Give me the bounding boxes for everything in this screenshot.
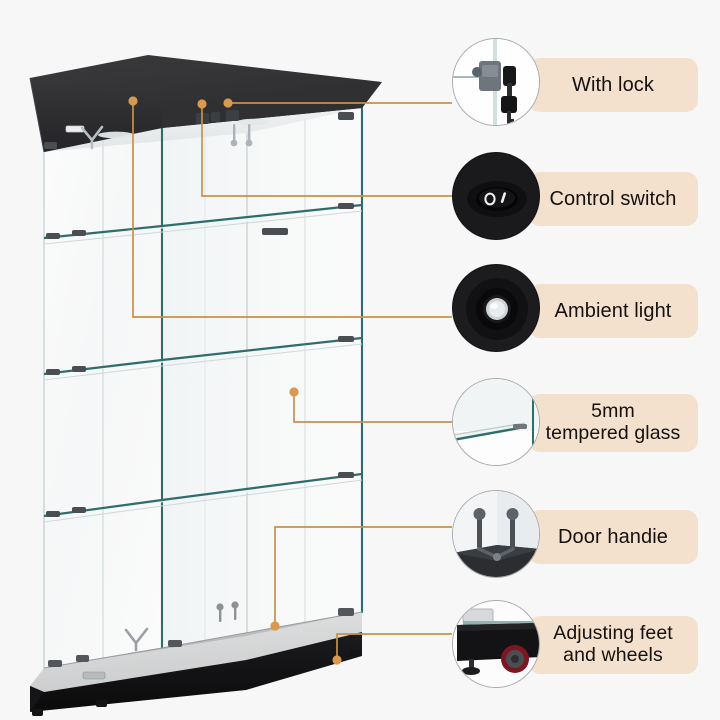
leader-tempered-glass [293, 392, 452, 423]
leader-ambient-light [132, 101, 452, 318]
callout-ambient-light[interactable]: Ambient light [528, 284, 698, 338]
callout-tempered-glass[interactable]: 5mm tempered glass [528, 394, 698, 452]
rocker-switch-icon [452, 152, 540, 240]
callout-adjusting-feet[interactable]: Adjusting feet and wheels [528, 616, 698, 674]
leader-control-switch [201, 104, 452, 197]
callout-label-with-lock: With lock [528, 58, 698, 112]
callout-label-door-handle: Door handie [528, 510, 698, 564]
leader-adjusting-feet [336, 633, 452, 660]
adjusting-feet [32, 650, 361, 716]
glass-shelf-edge-icon [452, 378, 540, 466]
downlight-puck-icon [452, 264, 540, 352]
door-handle-top [80, 125, 104, 150]
callout-label-tempered-glass: 5mm tempered glass [528, 394, 698, 452]
shelf-clips [46, 203, 354, 517]
cabinet-base [30, 601, 363, 716]
callout-door-handle[interactable]: Door handie [528, 510, 698, 564]
callout-with-lock[interactable]: With lock [528, 58, 698, 112]
callout-control-switch[interactable]: Control switch [528, 172, 698, 226]
base-feet-wheel-icon [452, 600, 540, 688]
lock-and-keys-icon [452, 38, 540, 126]
leader-door-handle [274, 526, 452, 626]
callout-label-ambient-light: Ambient light [528, 284, 698, 338]
door-handle-icon [452, 490, 540, 578]
callout-label-control-switch: Control switch [528, 172, 698, 226]
callout-label-adjusting-feet: Adjusting feet and wheels [528, 616, 698, 674]
